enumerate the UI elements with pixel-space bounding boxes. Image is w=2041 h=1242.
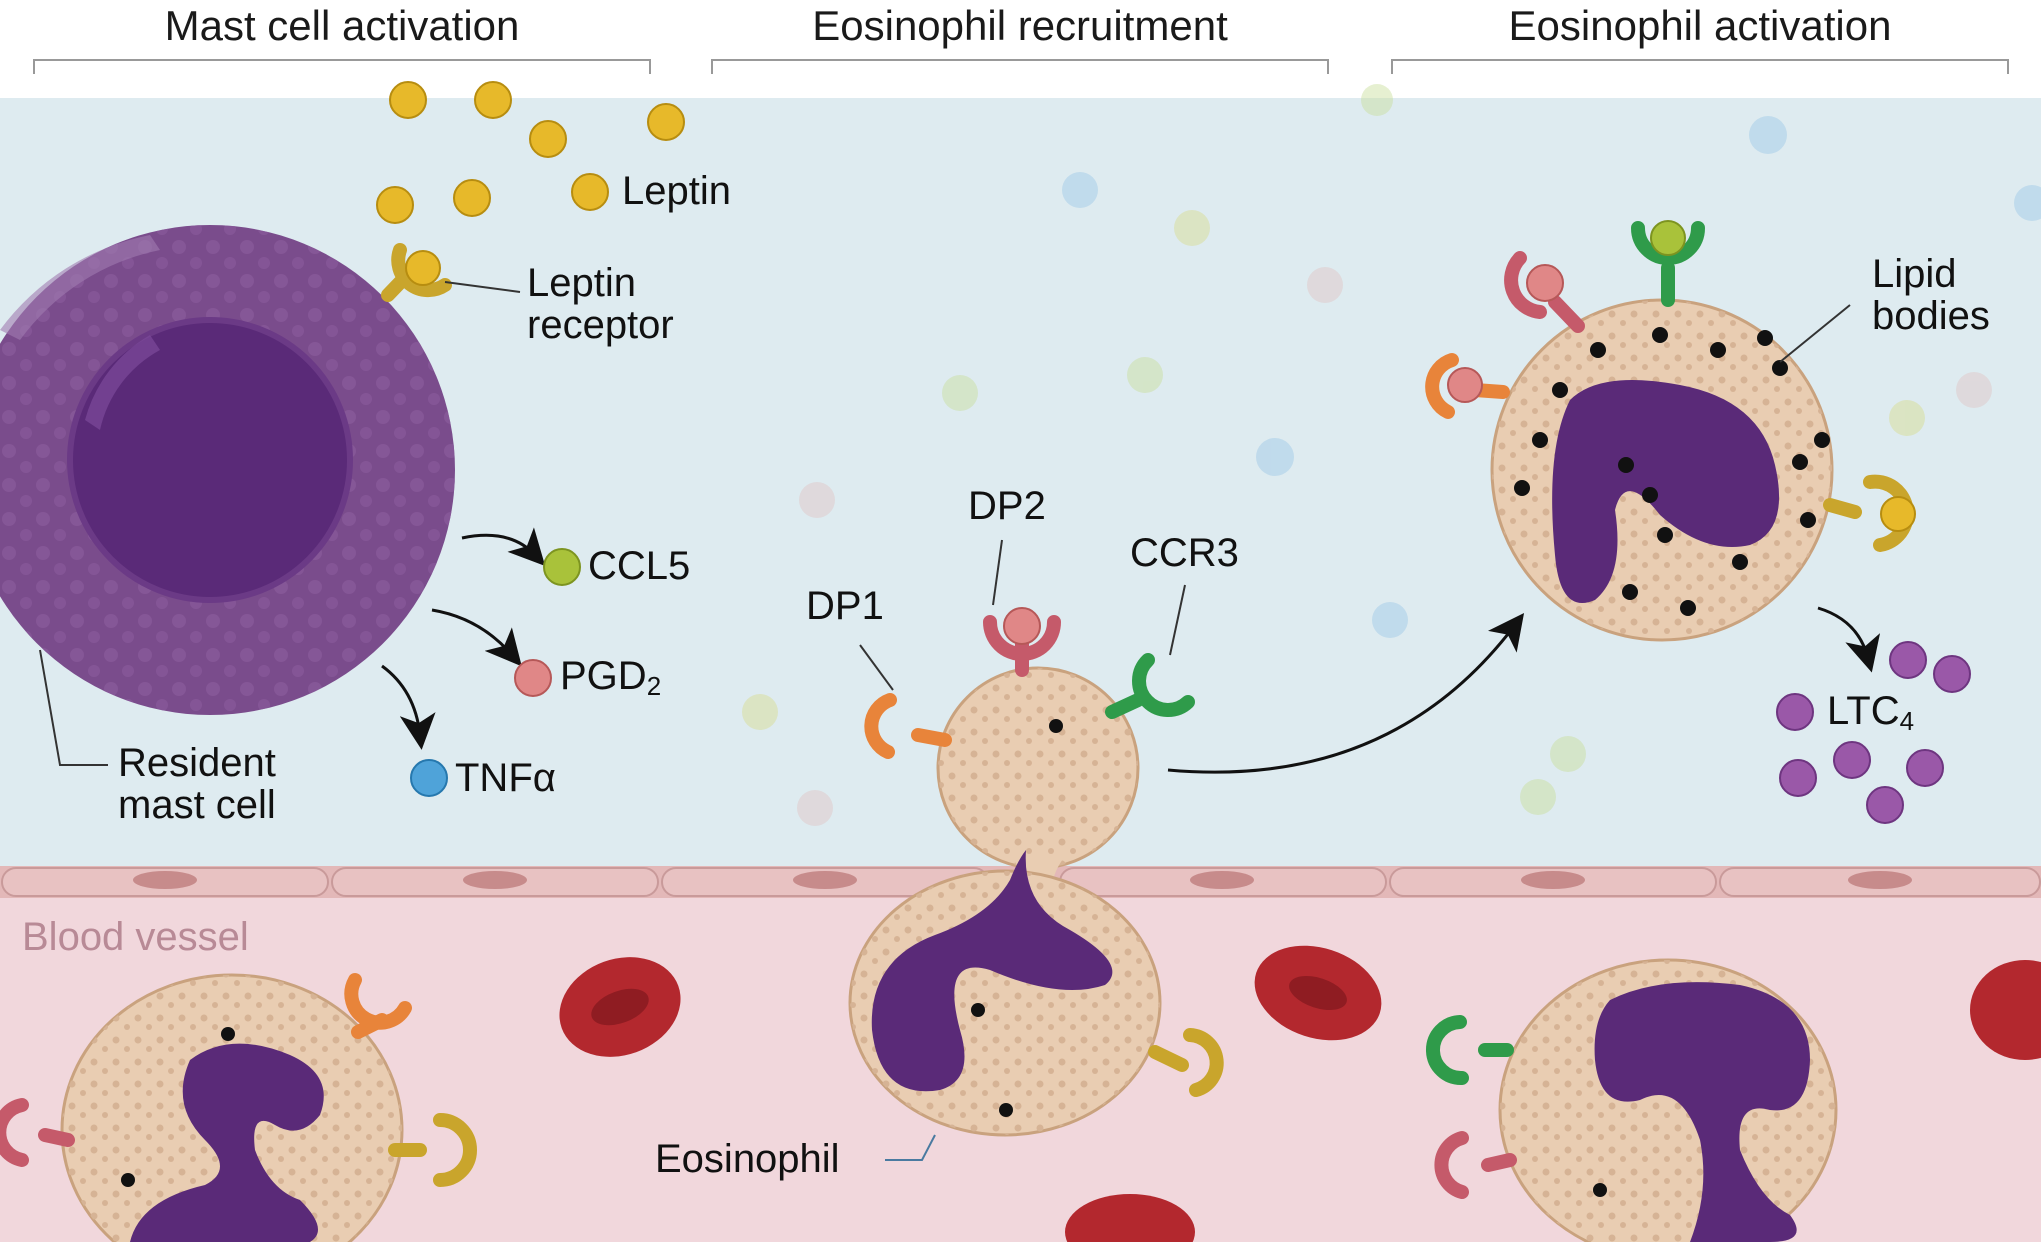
bracket-activate: [1391, 59, 2009, 74]
label-dp1: DP1: [806, 584, 884, 628]
label-pgd2: PGD2: [560, 655, 661, 700]
lipid-bodies-leader: [1779, 304, 1851, 363]
dp1-receptor: [864, 693, 952, 759]
bracket-recruit: [711, 59, 1329, 74]
ccl5-molecule: [543, 548, 581, 586]
faint-molecules: [742, 84, 2041, 826]
label-lipid-line1: Lipid: [1872, 252, 1957, 296]
label-ltc4: LTC4: [1827, 690, 1914, 735]
activated-ccr3-receptor: [1631, 220, 1705, 307]
label-ltc4-sub: 4: [1899, 706, 1915, 736]
label-pgd2-sub: 2: [646, 671, 662, 701]
label-eosinophil: Eosinophil: [655, 1137, 840, 1181]
eosinophil-leader: [885, 1134, 936, 1161]
label-ccl5: CCL5: [588, 544, 691, 588]
label-leptin: Leptin: [622, 169, 731, 213]
tnfa-molecule: [410, 759, 448, 797]
activated-dp2-receptor: [1504, 251, 1585, 333]
label-pgd2-main: PGD: [560, 654, 647, 698]
endothelium: [0, 866, 2041, 898]
label-ccr3: CCR3: [1130, 531, 1239, 575]
label-ltc4-main: LTC: [1827, 689, 1900, 733]
label-resident-line1: Resident: [118, 741, 276, 785]
label-tnfa: TNFα: [455, 756, 556, 800]
ccr3-receptor: [1105, 653, 1195, 719]
label-leptin-receptor: Leptin receptor: [527, 262, 674, 346]
pgd2-molecule: [514, 659, 552, 697]
label-leptin-receptor-line1: Leptin: [527, 261, 636, 305]
red-blood-cells: [559, 945, 2041, 1242]
label-leptin-receptor-line2: receptor: [527, 303, 674, 347]
dp2-receptor: [983, 607, 1061, 677]
leptin-receptor-eosinophil: [1148, 1028, 1224, 1097]
resident-leader: [39, 649, 108, 766]
bracket-mast: [33, 59, 651, 74]
activation-arrow: [1167, 613, 1525, 774]
activated-dp1-receptor: [1425, 353, 1510, 419]
resident-mast-cell: [0, 225, 455, 715]
ltc4-arrow: [1817, 606, 1881, 673]
header-eosinophil-recruitment: Eosinophil recruitment: [812, 2, 1228, 49]
ccr3-leader: [1169, 584, 1186, 656]
blood-eosinophil-right: [1426, 958, 1838, 1242]
label-resident-line2: mast cell: [118, 783, 276, 827]
activated-leptin-receptor: [1823, 474, 1916, 552]
mediators: [381, 527, 581, 797]
mast-cell-nucleus: [67, 317, 353, 603]
label-blood-vessel: Blood vessel: [22, 915, 249, 959]
header-mast-cell-activation: Mast cell activation: [164, 2, 520, 49]
dp1-leader: [859, 644, 894, 691]
label-lipid-line2: bodies: [1872, 294, 1990, 338]
ltc4-molecules: [1776, 641, 1971, 824]
transmigrating-eosinophil: [848, 666, 1162, 1137]
dp2-leader: [992, 539, 1003, 606]
label-lipid-bodies: Lipid bodies: [1872, 253, 1990, 337]
leptin-receptor: [381, 243, 452, 302]
blood-eosinophil-left: [0, 973, 477, 1242]
header-eosinophil-activation: Eosinophil activation: [1508, 2, 1892, 49]
label-dp2: DP2: [968, 484, 1046, 528]
leptin-molecules: [376, 81, 685, 224]
leptin-receptor-leader: [444, 281, 521, 293]
activated-eosinophil: [1490, 298, 1834, 642]
lipid-bodies: [1514, 327, 1830, 616]
label-resident-mast-cell: Resident mast cell: [118, 742, 276, 826]
